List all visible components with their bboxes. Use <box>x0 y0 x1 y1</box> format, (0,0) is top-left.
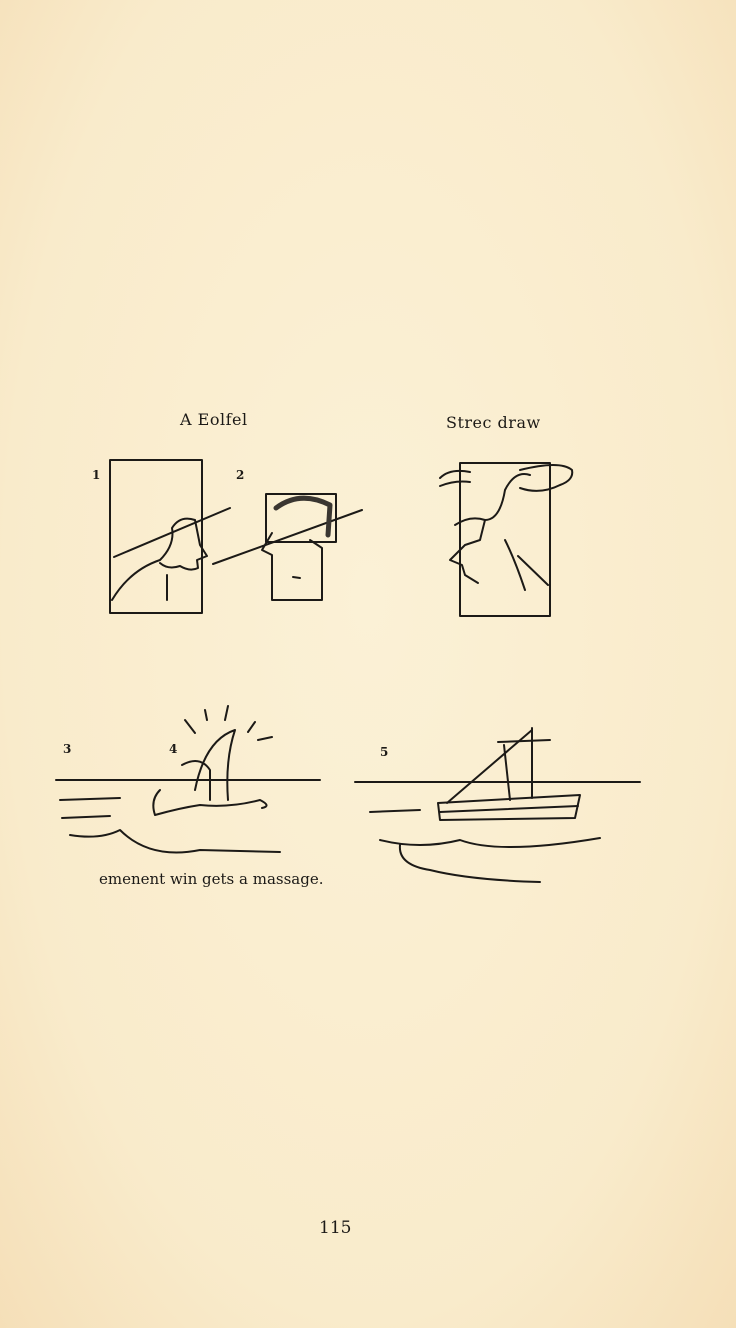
figure-3-4-sea-drawing <box>55 705 321 854</box>
heading-left: A Eolfel <box>180 410 248 429</box>
figure-number-5: 5 <box>380 745 389 759</box>
figure-number-3: 3 <box>63 742 72 756</box>
caption: emenent win gets a massage. <box>99 870 324 888</box>
figure-number-1: 1 <box>92 468 101 482</box>
page-number: 115 <box>319 1218 352 1238</box>
figure-strec-drawing <box>439 462 574 617</box>
figure-number-2: 2 <box>236 468 245 482</box>
figure-number-4: 4 <box>169 742 178 756</box>
figure-1-profile-drawing <box>109 459 231 614</box>
heading-right: Strec draw <box>446 413 541 432</box>
figure-5-boat-drawing <box>354 727 641 883</box>
figure-2-profile-drawing <box>212 493 363 601</box>
